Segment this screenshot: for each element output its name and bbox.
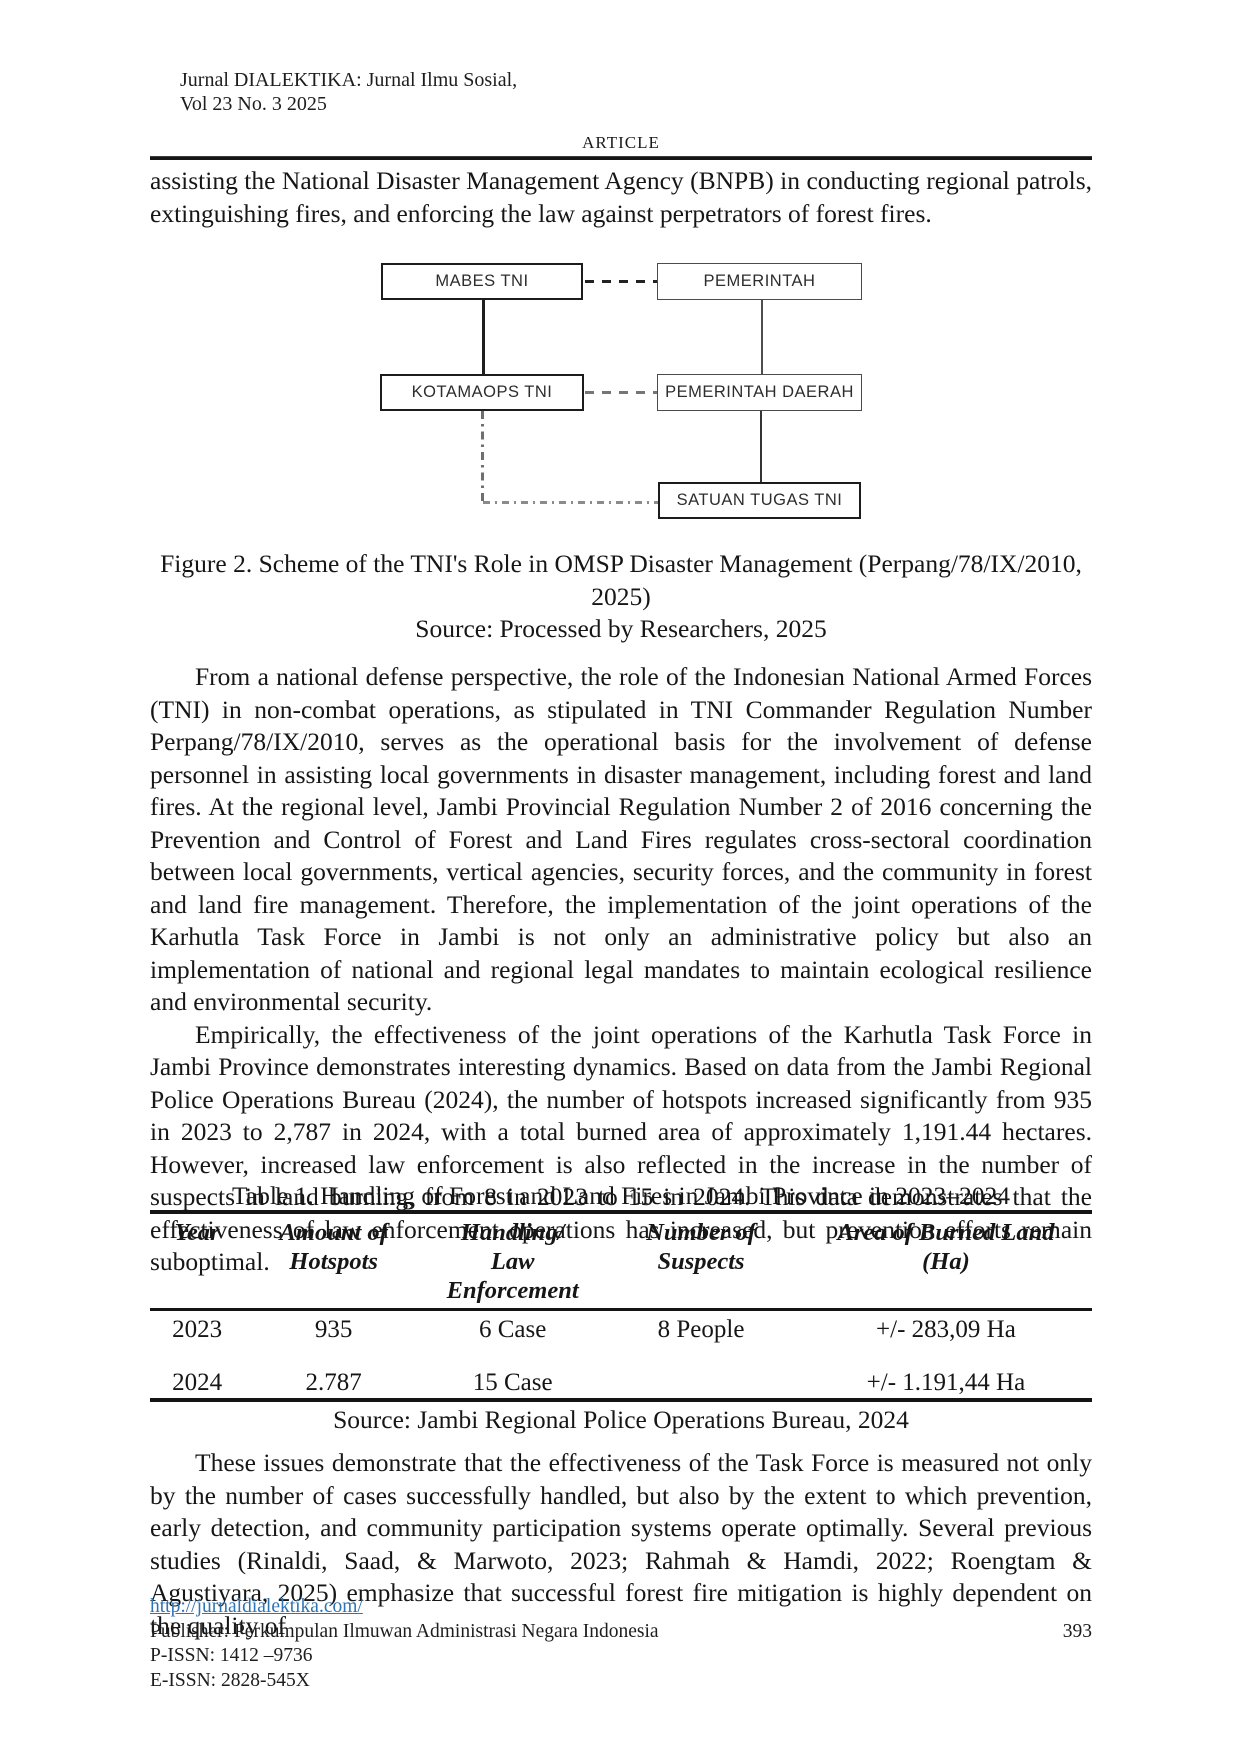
paragraph-intro: assisting the National Disaster Manageme… <box>150 166 1092 228</box>
table-1: Table 1. Handling of Forest and Land Fir… <box>150 1181 1092 1435</box>
connector-pemerintah-pemda <box>761 300 763 374</box>
table-title: Table 1. Handling of Forest and Land Fir… <box>232 1181 1010 1210</box>
cell-handling: 6 Case <box>478 1316 547 1343</box>
journal-url-link[interactable]: http://jurnaldialektika.com/ <box>150 1596 363 1617</box>
column-header-hotspots: Amount of Hotspots <box>279 1219 388 1275</box>
dashdot-connector-horizontal <box>483 501 658 504</box>
figure-caption-line2: 2025) <box>591 581 651 611</box>
diagram-box-pemerintah-daerah: PEMERINTAH DAERAH <box>657 374 862 411</box>
connector-pemda-satgas <box>760 411 762 482</box>
publisher-row: Publisher: Perkumpulan Ilmuwan Administr… <box>150 1620 1092 1645</box>
connector-mabes-kotamaops <box>482 300 485 374</box>
table-rule-header <box>150 1308 1092 1311</box>
cell-hotspots: 935 <box>314 1316 353 1343</box>
table-row-2024: 2024 2.787 15 Case +/- 1.191,44 Ha <box>150 1367 1092 1398</box>
cell-year: 2024 <box>172 1369 223 1396</box>
journal-volume: Vol 23 No. 3 2025 <box>180 93 327 115</box>
page-number: 393 <box>1062 1620 1092 1642</box>
diagram-box-kotamaops-tni: KOTAMAOPS TNI <box>380 374 584 411</box>
cell-suspects: 8 People <box>657 1316 745 1343</box>
dashed-connector-mabes-pemerintah <box>585 280 657 283</box>
journal-header: Jurnal DIALEKTIKA: Jurnal Ilmu Sosial, V… <box>180 68 517 116</box>
e-issn: E-ISSN: 2828-545X <box>150 1669 310 1691</box>
cell-year: 2023 <box>172 1316 223 1343</box>
column-header-burned-area: Area of Burned Land (Ha) <box>837 1219 1055 1275</box>
diagram-box-pemerintah: PEMERINTAH <box>657 263 862 300</box>
page-footer: http://jurnaldialektika.com/ Publisher: … <box>150 1595 1092 1693</box>
header-rule <box>150 156 1092 160</box>
figure-caption-line1: Figure 2. Scheme of the TNI's Role in OM… <box>160 549 1082 578</box>
table-rule-top <box>150 1210 1092 1214</box>
column-header-suspects: Number of Suspects <box>646 1219 756 1275</box>
body-paragraphs: From a national defense perspective, the… <box>150 661 1092 1279</box>
cell-hotspots: 2.787 <box>305 1369 362 1396</box>
cell-handling: 15 Case <box>472 1369 553 1396</box>
column-header-year: Year <box>174 1219 220 1246</box>
journal-title: Jurnal DIALEKTIKA: Jurnal Ilmu Sosial, <box>180 69 518 91</box>
table-rule-bottom <box>150 1398 1092 1402</box>
cell-burned-area: +/- 283,09 Ha <box>876 1316 1016 1343</box>
column-header-handling: Handling/ Law Enforcement <box>446 1219 579 1304</box>
table-header-row: Year Amount of Hotspots Handling/ Law En… <box>150 1214 1092 1308</box>
p-issn: P-ISSN: 1412 –9736 <box>150 1645 313 1666</box>
section-label: ARTICLE <box>582 133 660 152</box>
table-row-2023: 2023 935 6 Case 8 People +/- 283,09 Ha <box>150 1311 1092 1367</box>
figure-caption: Figure 2. Scheme of the TNI's Role in OM… <box>150 548 1092 646</box>
table-source: Source: Jambi Regional Police Operations… <box>333 1405 909 1434</box>
publisher-text: Publisher: Perkumpulan Ilmuwan Administr… <box>150 1620 659 1642</box>
diagram-box-mabes-tni: MABES TNI <box>381 263 583 300</box>
dashed-connector-kotamaops-pemda <box>585 391 657 394</box>
diagram-box-satuan-tugas-tni: SATUAN TUGAS TNI <box>658 482 861 519</box>
cell-suspects <box>602 1369 800 1398</box>
dashdot-connector-vertical <box>481 411 484 503</box>
figure-caption-source: Source: Processed by Researchers, 2025 <box>415 614 827 643</box>
paragraph-empirical: Empirically, the effectiveness of the jo… <box>150 1019 1092 1277</box>
paragraph-issues: These issues demonstrate that the effect… <box>150 1448 1092 1640</box>
paragraph-defense: From a national defense perspective, the… <box>150 662 1092 1016</box>
cell-burned-area: +/- 1.191,44 Ha <box>866 1369 1026 1396</box>
